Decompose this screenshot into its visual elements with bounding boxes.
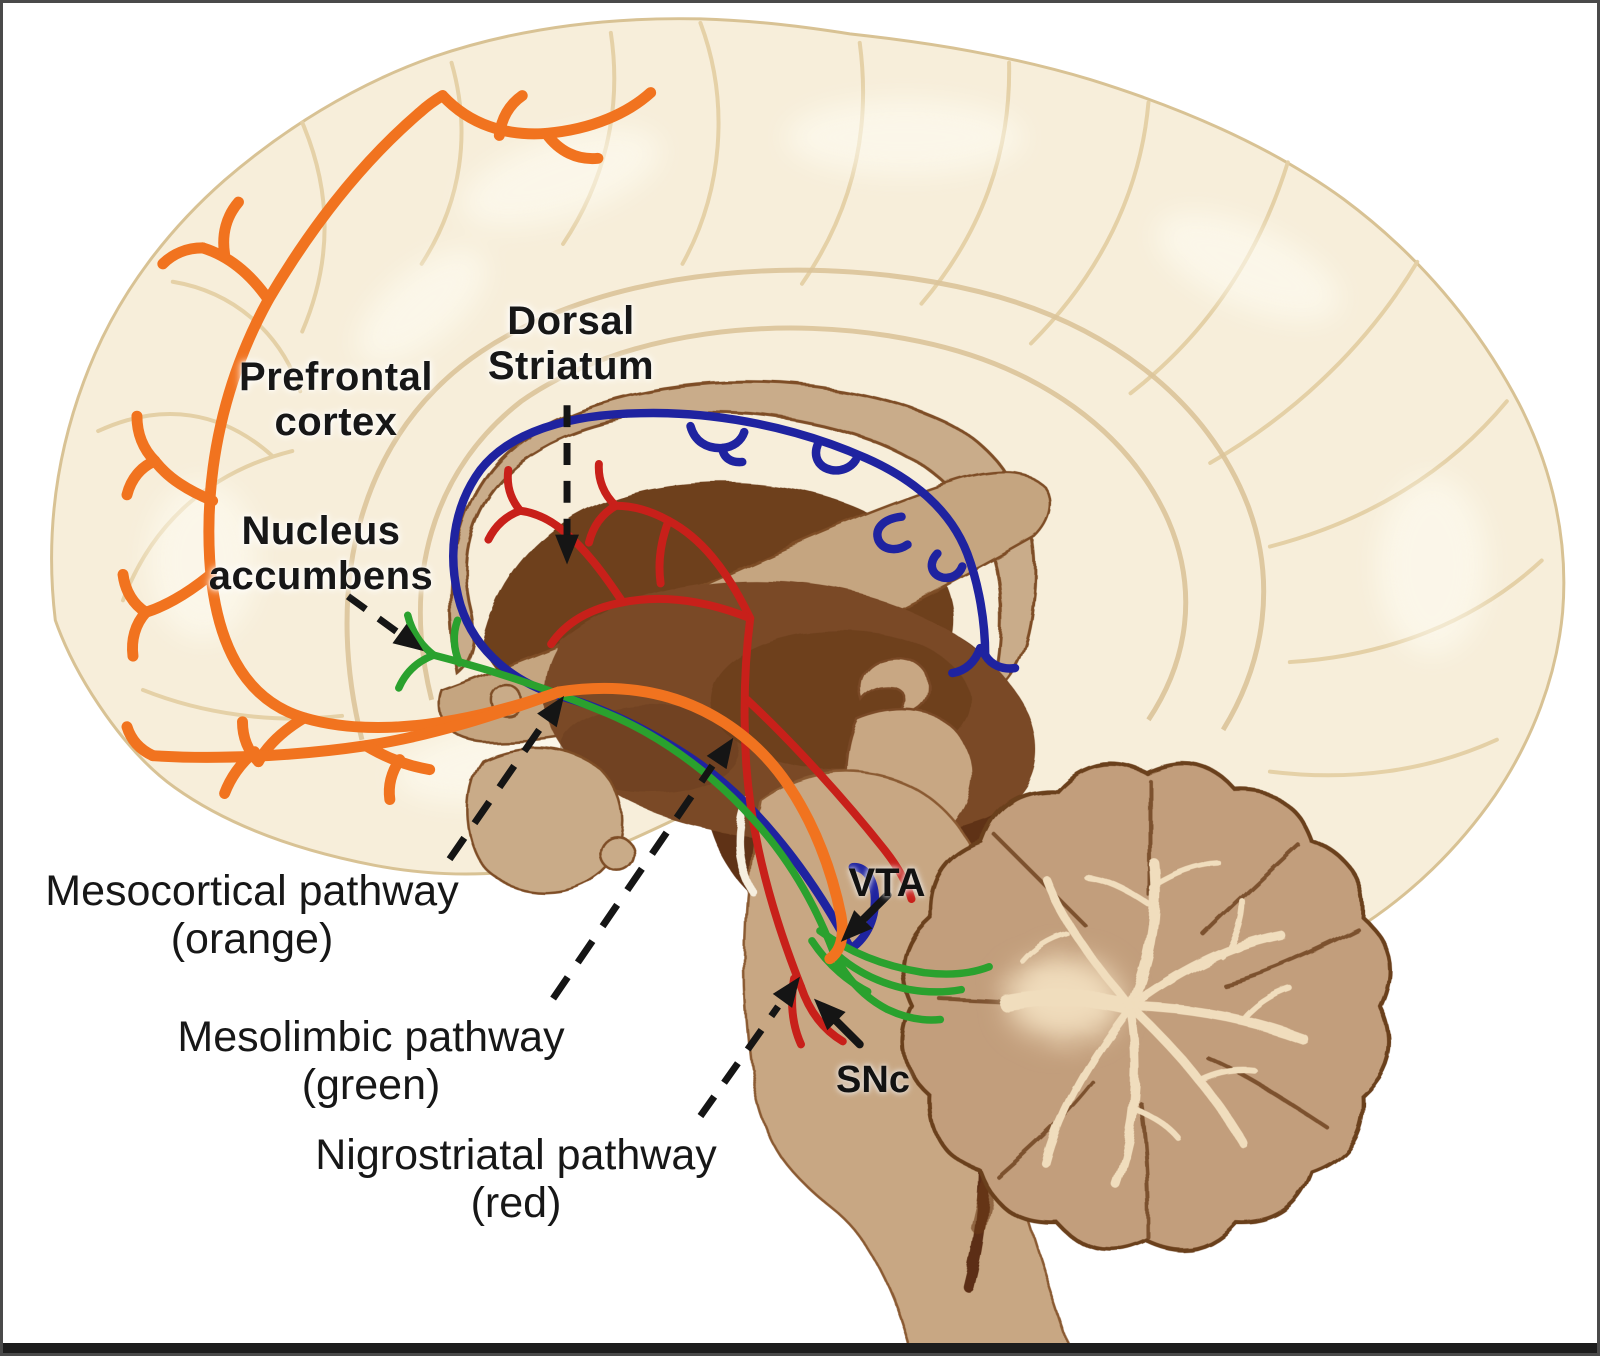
mammillary-body — [598, 835, 635, 872]
orange-vta-limb — [553, 682, 848, 965]
nigrostriatal-pointer — [697, 976, 800, 1119]
red-branch-tip — [484, 506, 525, 544]
pathway-mesolimbic — [395, 611, 993, 1024]
orange-twig — [218, 196, 244, 260]
blue-twig — [718, 443, 747, 467]
orange-twig — [540, 127, 604, 165]
blue-end-fork — [948, 643, 985, 678]
green-vta-fan — [808, 937, 872, 996]
blue-vta-curl — [846, 862, 880, 954]
vta-arrow — [840, 891, 892, 942]
orange-twig — [157, 242, 209, 270]
orange-branch — [197, 242, 274, 306]
arbor-vitae — [999, 857, 1309, 1189]
pathway-mesocortical — [117, 87, 848, 965]
pathway-name: Mesocortical pathway — [45, 867, 459, 915]
red-snc-fiber — [797, 982, 847, 1046]
orange-twig — [493, 90, 528, 141]
red-descending-branch — [743, 695, 916, 903]
red-trunk — [740, 614, 805, 991]
red-branch-tip — [584, 501, 620, 547]
label-line: cortex — [274, 399, 398, 444]
label-snc: SNc — [836, 1059, 910, 1101]
label-line: Striatum — [487, 343, 655, 388]
orange-trunk — [203, 90, 565, 733]
pathway-name: Nigrostriatal pathway — [315, 1131, 717, 1179]
label-line: Dorsal — [507, 299, 635, 343]
cerebellum — [901, 761, 1392, 1252]
snc-arrow — [813, 998, 864, 1049]
label-line: Prefrontal — [239, 355, 433, 399]
label-nucleus-accumbens: Nucleus accumbens — [209, 509, 434, 599]
orange-twig — [219, 746, 260, 799]
red-striatal-branch — [611, 501, 755, 623]
cerebellum-fissures — [937, 777, 1360, 1240]
annotation-arrows — [345, 405, 892, 1119]
dorsal-striatum-arrow — [555, 405, 579, 565]
green-start-twig — [395, 651, 438, 692]
blue-twig — [811, 439, 860, 475]
label-line: accumbens — [208, 553, 434, 598]
hypothalamus — [466, 746, 625, 893]
label-line: Nucleus — [241, 509, 401, 553]
blue-twig — [873, 512, 912, 554]
pathway-color-note: (green) — [301, 1061, 441, 1110]
orange-branch — [140, 569, 216, 618]
label-prefrontal-cortex: Prefrontal cortex — [239, 355, 433, 445]
pathway-color-note: (orange) — [170, 915, 334, 964]
orange-twig — [121, 721, 159, 762]
mesocortical-pointer — [446, 695, 565, 862]
orange-twig — [383, 754, 406, 805]
pathway-nigrostriatal — [484, 459, 916, 1049]
blue-twig — [927, 549, 967, 583]
label-nigrostriatal-pathway: Nigrostriatal pathway (red) — [315, 1131, 717, 1227]
label-vta: VTA — [848, 861, 926, 905]
thalamus-shading — [561, 704, 741, 795]
brain-illustration — [50, 17, 1566, 1353]
label-mesocortical-pathway: Mesocortical pathway (orange) — [45, 867, 458, 963]
green-vta-fan — [829, 947, 945, 1024]
label-mesolimbic-pathway: Mesolimbic pathway (green) — [177, 1013, 564, 1109]
orange-twig — [127, 606, 152, 662]
orange-branch — [149, 455, 219, 507]
green-start-twig — [450, 616, 464, 667]
mesolimbic-pointer — [550, 737, 734, 1001]
nucleus-accumbens-arrow — [345, 593, 424, 652]
pathway-name: Mesolimbic pathway — [177, 1013, 565, 1061]
green-vta-fan — [829, 947, 966, 996]
blue-end-fork — [980, 650, 1020, 673]
green-main — [429, 651, 837, 955]
red-rising-branch — [516, 506, 627, 607]
label-dorsal-striatum: Dorsal Striatum — [488, 299, 654, 389]
orange-twig — [121, 455, 161, 501]
red-twig — [655, 516, 673, 588]
bottom-frame-band — [3, 1343, 1597, 1353]
pathway-color-note: (red) — [470, 1179, 562, 1228]
cingulate-sulci — [344, 267, 1267, 741]
green-vta-fan — [816, 927, 993, 978]
pineal-curl — [858, 656, 931, 716]
